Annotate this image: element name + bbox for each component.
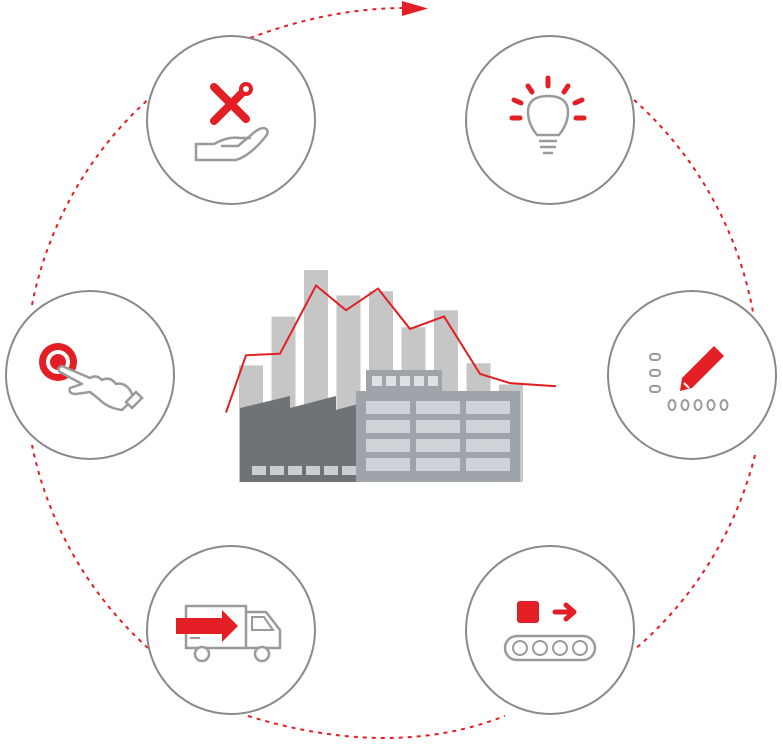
cycle-arc-top-left [31,95,153,306]
step-ordering [5,290,175,460]
checklist-pencil-icon [649,346,729,411]
office-window [366,420,410,433]
step-service-circle [146,35,316,205]
touch-button-icon [39,343,144,412]
office-window [416,458,460,471]
office-window [416,401,460,414]
cycle-arc-top-right [633,99,754,313]
factory-silhouette [240,396,380,482]
office-window [366,401,410,414]
delivery-truck-icon [176,604,282,663]
cycle-arc-bottom [247,715,506,739]
steps [5,35,777,715]
office-window [416,439,460,452]
office-windows [366,401,510,471]
cycle-arc-bottom-left [31,444,149,649]
conveyor-belt-icon [503,601,597,662]
cycle-arc-top [249,7,406,39]
office-window [366,458,410,471]
step-delivery [146,545,316,715]
cycle-arc-bottom-right [633,454,756,651]
office-window [466,401,510,414]
step-idea [465,35,635,205]
step-ordering-circle [5,290,175,460]
office-window [466,420,510,433]
office-window [466,439,510,452]
service-tools-hand-icon [194,82,269,162]
trend-line [225,283,557,413]
step-production [465,545,635,715]
cycle-ring [31,7,756,739]
factory-analytics-icon [225,270,557,482]
step-service [146,35,316,205]
step-planning [607,290,777,460]
cycle-arrowhead-icon [402,1,428,16]
lightbulb-icon [509,75,587,155]
office-window [366,439,410,452]
step-production-circle [465,545,635,715]
office-window [416,420,460,433]
office-window [466,458,510,471]
factory-windows [252,466,356,475]
step-idea-circle [465,35,635,205]
office-building [356,370,520,482]
